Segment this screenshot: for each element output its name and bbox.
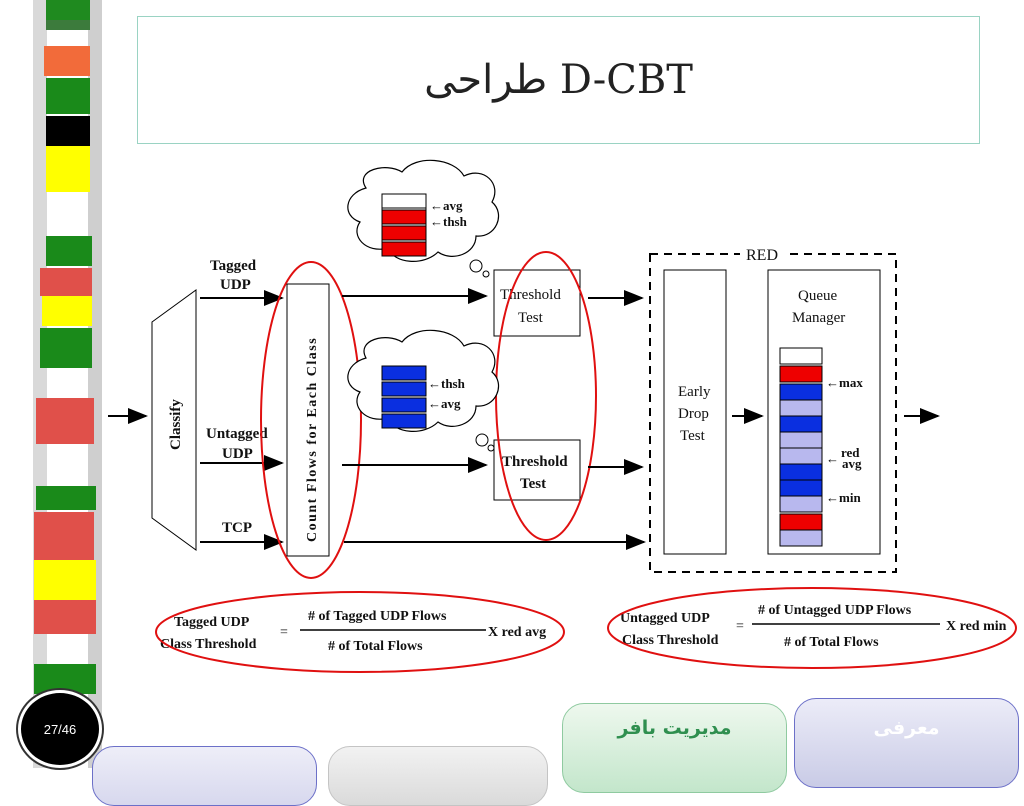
dcbt-diagram: Classify Tagged UDP Untagged UDP TCP Cou…: [108, 159, 1017, 673]
queue-manager-l1: Queue: [798, 288, 837, 304]
svg-text:Tagged UDP: Tagged UDP: [174, 615, 250, 630]
decorative-color-strip: [0, 0, 104, 768]
slide-title: طراحی D-CBT: [424, 57, 693, 103]
queue-manager-stack: [779, 347, 823, 547]
formula-tagged: Tagged UDP Class Threshold = # of Tagged…: [155, 591, 565, 673]
nav-tab-blank-gray[interactable]: [328, 746, 548, 806]
cloud-bubble-4: [487, 444, 495, 452]
early-drop-block: [663, 269, 727, 555]
nav-tab-buffer-management-label: مدیریت بافر: [617, 717, 732, 739]
nav-tab-introduction[interactable]: معرفی: [794, 698, 1019, 788]
page-number-badge: 27/46: [18, 690, 102, 768]
early-drop-l2: Drop: [678, 406, 709, 422]
queue-avg-marker: avg: [842, 456, 862, 471]
cloud-middle-thsh: ←thsh: [428, 376, 466, 391]
nav-tab-introduction-label: معرفی: [873, 717, 940, 739]
nav-tab-blank-blue[interactable]: [92, 746, 317, 806]
cloud-top-avg: ←avg: [430, 198, 463, 213]
queue-min-marker: ←min: [826, 490, 861, 505]
red-region: [649, 253, 897, 573]
svg-text:# of Total Flows: # of Total Flows: [328, 639, 423, 654]
title-box: طراحی D-CBT: [137, 16, 980, 144]
svg-text:Untagged UDP: Untagged UDP: [620, 611, 710, 626]
cloud-bubble-1: [469, 259, 483, 273]
cloud-middle-queue: [381, 365, 427, 429]
threshold-test-top-l1: Threshold: [500, 287, 561, 303]
count-flows-block: [286, 283, 330, 557]
cloud-top-queue: [381, 193, 427, 257]
page-number: 27/46: [43, 721, 77, 737]
cloud-middle-avg: ←avg: [428, 396, 461, 411]
queue-manager-l2: Manager: [792, 310, 845, 326]
early-drop-l3: Test: [680, 428, 706, 444]
svg-text:# of Tagged UDP Flows: # of Tagged UDP Flows: [308, 609, 447, 624]
svg-text:=: =: [280, 625, 288, 640]
queue-max-marker: ←max: [826, 375, 863, 390]
queue-red-marker: ←red: [826, 445, 860, 466]
svg-text:# of Untagged UDP Flows: # of Untagged UDP Flows: [758, 603, 912, 618]
red-label: RED: [746, 247, 778, 264]
svg-text:X red min: X red min: [946, 619, 1007, 634]
svg-text:# of Total Flows: # of Total Flows: [784, 635, 879, 650]
tcp-label: TCP: [222, 520, 252, 536]
threshold-test-bottom-l2: Test: [520, 476, 546, 492]
threshold-test-top-l2: Test: [518, 310, 544, 326]
cloud-bubble-3: [475, 433, 489, 447]
svg-text:X red avg: X red avg: [488, 625, 546, 640]
cloud-bubble-2: [482, 270, 490, 278]
threshold-test-bottom-l1: Threshold: [502, 454, 568, 470]
count-flows-label: Count Flows for Each Class: [305, 337, 320, 542]
untagged-udp-label-1: Untagged: [206, 426, 268, 442]
formula-untagged: Untagged UDP Class Threshold = # of Unta…: [607, 587, 1017, 669]
svg-text:=: =: [736, 619, 744, 634]
tagged-udp-label-1: Tagged: [210, 258, 257, 274]
untagged-udp-label-2: UDP: [222, 446, 253, 462]
early-drop-l1: Early: [678, 384, 711, 400]
count-flows-highlight: [260, 261, 362, 579]
classify-block: [151, 289, 197, 551]
nav-tab-buffer-management[interactable]: مدیریت بافر: [562, 703, 787, 793]
classify-label: Classify: [168, 399, 184, 450]
tagged-udp-label-2: UDP: [220, 277, 251, 293]
svg-text:Class Threshold: Class Threshold: [160, 637, 257, 652]
svg-text:Class Threshold: Class Threshold: [622, 633, 719, 648]
cloud-top-thsh: ←thsh: [430, 214, 468, 229]
